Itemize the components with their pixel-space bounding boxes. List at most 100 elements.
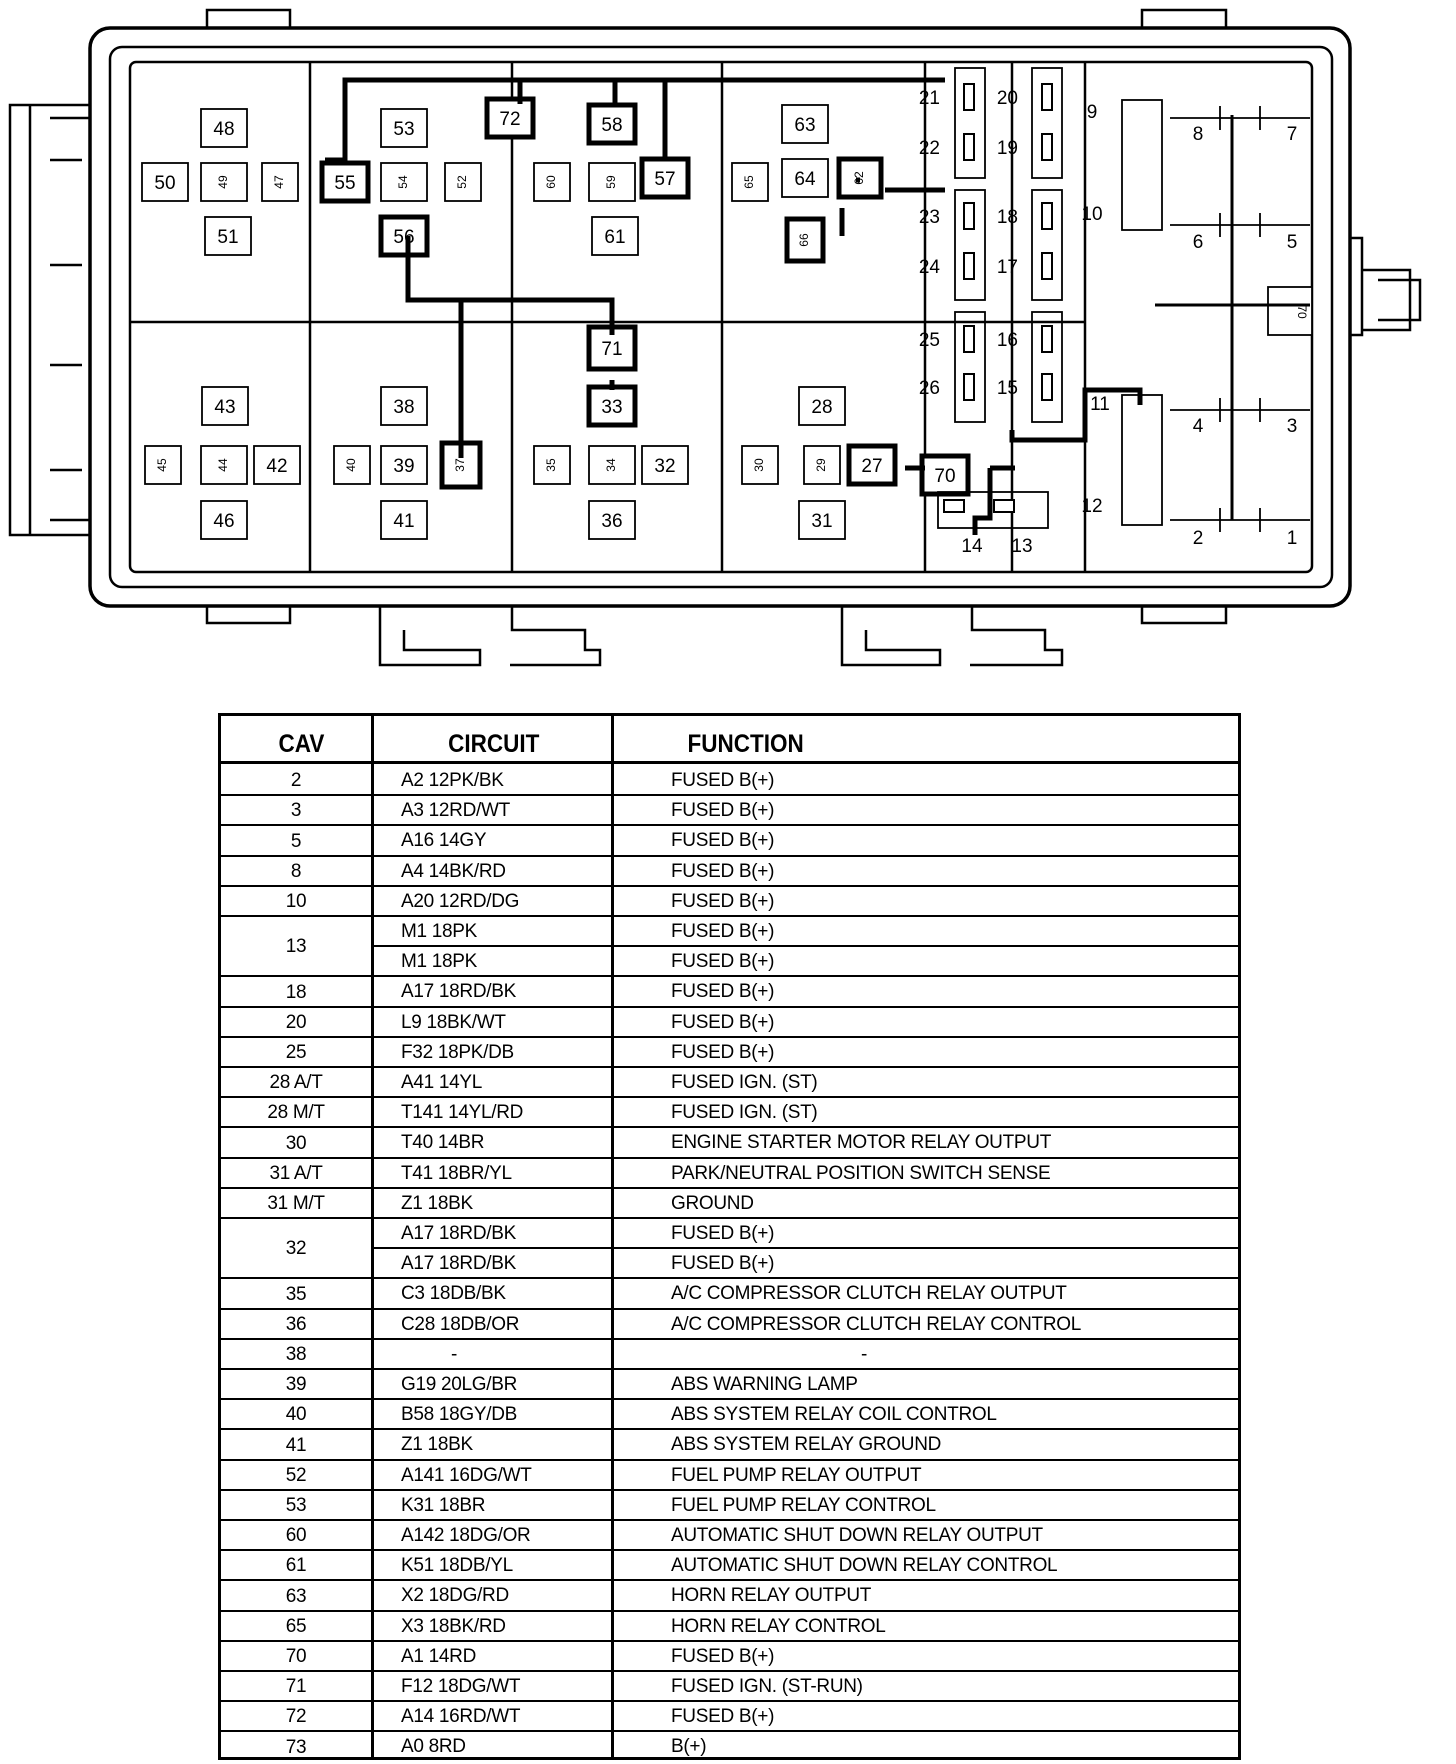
cavity-66: 66 (784, 216, 826, 264)
function-cell: FUSED B(+) (671, 1041, 775, 1063)
relay-terminal-9: 9 (1087, 102, 1098, 123)
cavity-28: 28 (798, 386, 846, 426)
fuse-21: 21 (919, 83, 975, 111)
fuse-holder (954, 311, 986, 423)
cavity-53: 53 (380, 108, 428, 148)
function-cell: FUSED IGN. (ST) (671, 1102, 818, 1124)
svg-text:64: 64 (794, 169, 816, 190)
relay-bus (1155, 115, 1310, 520)
row-line (221, 1700, 1238, 1703)
svg-text:13: 13 (1011, 536, 1032, 557)
circuit-cell: A0 8RD (401, 1736, 466, 1758)
fuse-24: 24 (919, 252, 975, 280)
cavity-70: 70 (919, 453, 971, 497)
fuse-holder-bottom (937, 491, 1049, 529)
fuse-19: 19 (997, 133, 1053, 161)
cavity-61: 61 (591, 216, 639, 256)
relay-terminal-strip (1170, 508, 1310, 532)
cav-cell: 25 (285, 1041, 307, 1063)
row-line (221, 1730, 1238, 1733)
row-line (221, 794, 1238, 797)
svg-text:44: 44 (216, 458, 230, 472)
function-cell: ENGINE STARTER MOTOR RELAY OUTPUT (671, 1132, 1052, 1154)
function-cell: FUSED B(+) (671, 860, 775, 882)
function-cell: PARK/NEUTRAL POSITION SWITCH SENSE (671, 1162, 1051, 1184)
subrow-line (371, 945, 1238, 948)
cav-cell: 53 (285, 1494, 307, 1516)
row-line (221, 1368, 1238, 1370)
row-line (221, 1670, 1238, 1672)
cavity-50: 50 (141, 162, 189, 202)
row-line (221, 1337, 1238, 1340)
header-function: FUNCTION (687, 730, 804, 758)
svg-text:23: 23 (919, 207, 940, 228)
cav-cell: 8 (290, 860, 302, 882)
svg-text:21: 21 (919, 88, 940, 109)
circuit-cell: A17 18RD/BK (401, 981, 516, 1003)
relay-terminal-2: 2 (1193, 528, 1204, 549)
row-line (221, 1066, 1238, 1068)
circuit-cell: B58 18GY/DB (401, 1404, 518, 1426)
fuse-17: 17 (997, 252, 1053, 280)
cavity-38: 38 (380, 386, 428, 426)
svg-text:43: 43 (214, 397, 235, 418)
cav-cell: 5 (290, 830, 302, 852)
function-cell: FUSED B(+) (671, 921, 775, 942)
function-cell: FUSED B(+) (671, 951, 775, 973)
row-line (221, 1428, 1238, 1431)
cav-cell: 61 (285, 1555, 307, 1577)
svg-text:32: 32 (654, 456, 675, 477)
cav-cell: 2 (290, 770, 302, 792)
function-cell: FUSED B(+) (671, 890, 775, 912)
circuit-cell: A142 18DG/OR (401, 1525, 531, 1546)
cavity-71: 71 (586, 324, 638, 372)
circuit-cell: L9 18BK/WT (401, 1011, 506, 1033)
function-cell: ABS SYSTEM RELAY COIL CONTROL (671, 1404, 997, 1426)
cavity-49: 49 (200, 162, 248, 202)
cav-cell: 18 (285, 981, 307, 1003)
cavity-56: 56 (378, 214, 430, 258)
svg-text:57: 57 (654, 169, 675, 190)
relay-terminal-11: 11 (1090, 394, 1110, 415)
fuse-13: 13 (993, 499, 1033, 557)
table-divider-2 (611, 716, 614, 1757)
svg-text:37: 37 (453, 458, 467, 472)
cav-cell: 65 (285, 1615, 307, 1637)
circuit-cell: Z1 18BK (401, 1192, 473, 1214)
circuit-cell: F32 18PK/DB (401, 1041, 514, 1063)
svg-text:16: 16 (997, 330, 1018, 351)
cavity-55: 55 (319, 160, 371, 204)
cav-cell: 30 (285, 1132, 307, 1154)
function-cell: B(+) (671, 1736, 707, 1758)
circuit-cell: A3 12RD/WT (401, 800, 510, 822)
svg-text:28: 28 (811, 397, 832, 418)
fuse-15: 15 (997, 373, 1053, 401)
svg-text:36: 36 (601, 511, 622, 532)
relay-terminal-70: 70 (1295, 305, 1309, 319)
cavity-34: 34 (588, 445, 636, 485)
relay-terminal-1: 1 (1287, 528, 1298, 549)
svg-text:55: 55 (334, 173, 355, 194)
row-line (221, 1458, 1238, 1461)
cavity-51: 51 (204, 216, 252, 256)
cav-cell: 36 (285, 1313, 307, 1335)
fuse-25: 25 (919, 325, 975, 353)
relay-terminal-4: 4 (1193, 416, 1204, 437)
cavity-41: 41 (380, 500, 428, 540)
svg-text:41: 41 (393, 511, 414, 532)
subrow-line (371, 1247, 1238, 1250)
svg-text:25: 25 (919, 330, 940, 351)
svg-text:26: 26 (919, 378, 940, 399)
svg-text:50: 50 (154, 173, 175, 194)
function-cell: AUTOMATIC SHUT DOWN RELAY CONTROL (671, 1555, 1058, 1577)
svg-text:48: 48 (213, 119, 234, 140)
svg-text:20: 20 (997, 88, 1018, 109)
svg-text:49: 49 (216, 175, 230, 189)
cavity-30: 30 (741, 445, 779, 485)
circuit-cell: T41 18BR/YL (401, 1162, 512, 1184)
function-cell: ABS SYSTEM RELAY GROUND (671, 1434, 942, 1456)
svg-text:18: 18 (997, 207, 1018, 228)
svg-text:33: 33 (601, 397, 622, 418)
circuit-cell: M1 18PK (401, 951, 478, 973)
cav-cell: 20 (285, 1011, 307, 1033)
